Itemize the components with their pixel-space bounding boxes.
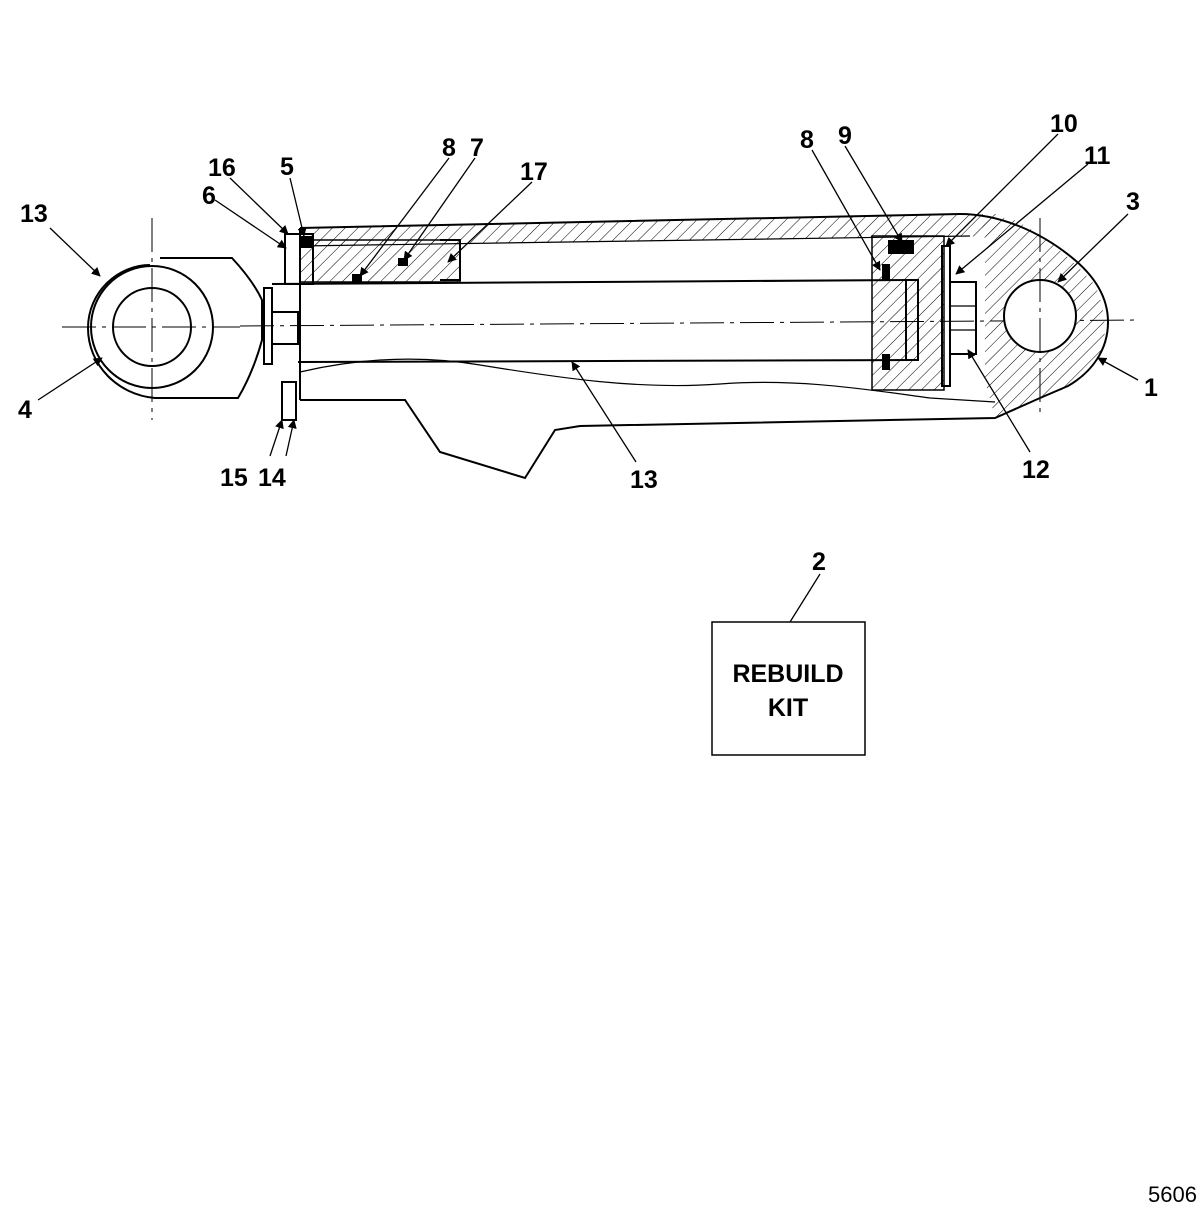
callout-8-left: 8	[442, 134, 456, 162]
callout-13-bottom: 13	[630, 466, 658, 494]
leader-lines	[37, 133, 1139, 623]
end-cap-section	[980, 218, 1105, 418]
callout-11: 11	[1084, 142, 1111, 170]
callout-17: 17	[520, 158, 548, 186]
callout-2: 2	[812, 548, 826, 576]
callout-1: 1	[1144, 374, 1158, 402]
piston-rod	[271, 279, 919, 363]
callout-10: 10	[1050, 110, 1078, 138]
callout-3: 3	[1126, 188, 1140, 216]
gland-section	[281, 233, 461, 421]
callout-12: 12	[1022, 456, 1050, 484]
callout-5: 5	[280, 153, 294, 181]
rebuild-kit-line2: KIT	[768, 694, 808, 722]
callout-15: 15	[220, 464, 248, 492]
callout-14: 14	[258, 464, 286, 492]
callout-13-top: 13	[20, 200, 48, 228]
piston-section	[871, 235, 951, 391]
callout-6: 6	[202, 182, 216, 210]
callout-9: 9	[838, 122, 852, 150]
rebuild-kit-box: REBUILD KIT	[711, 621, 866, 756]
callout-16: 16	[208, 154, 236, 182]
piston-nut	[949, 281, 977, 355]
callout-8-right: 8	[800, 126, 814, 154]
callout-7: 7	[470, 134, 484, 162]
callout-4: 4	[18, 396, 32, 424]
rod-end-eye	[86, 257, 263, 399]
rebuild-kit-line1: REBUILD	[732, 660, 843, 688]
figure-number: 5606	[1148, 1182, 1197, 1207]
